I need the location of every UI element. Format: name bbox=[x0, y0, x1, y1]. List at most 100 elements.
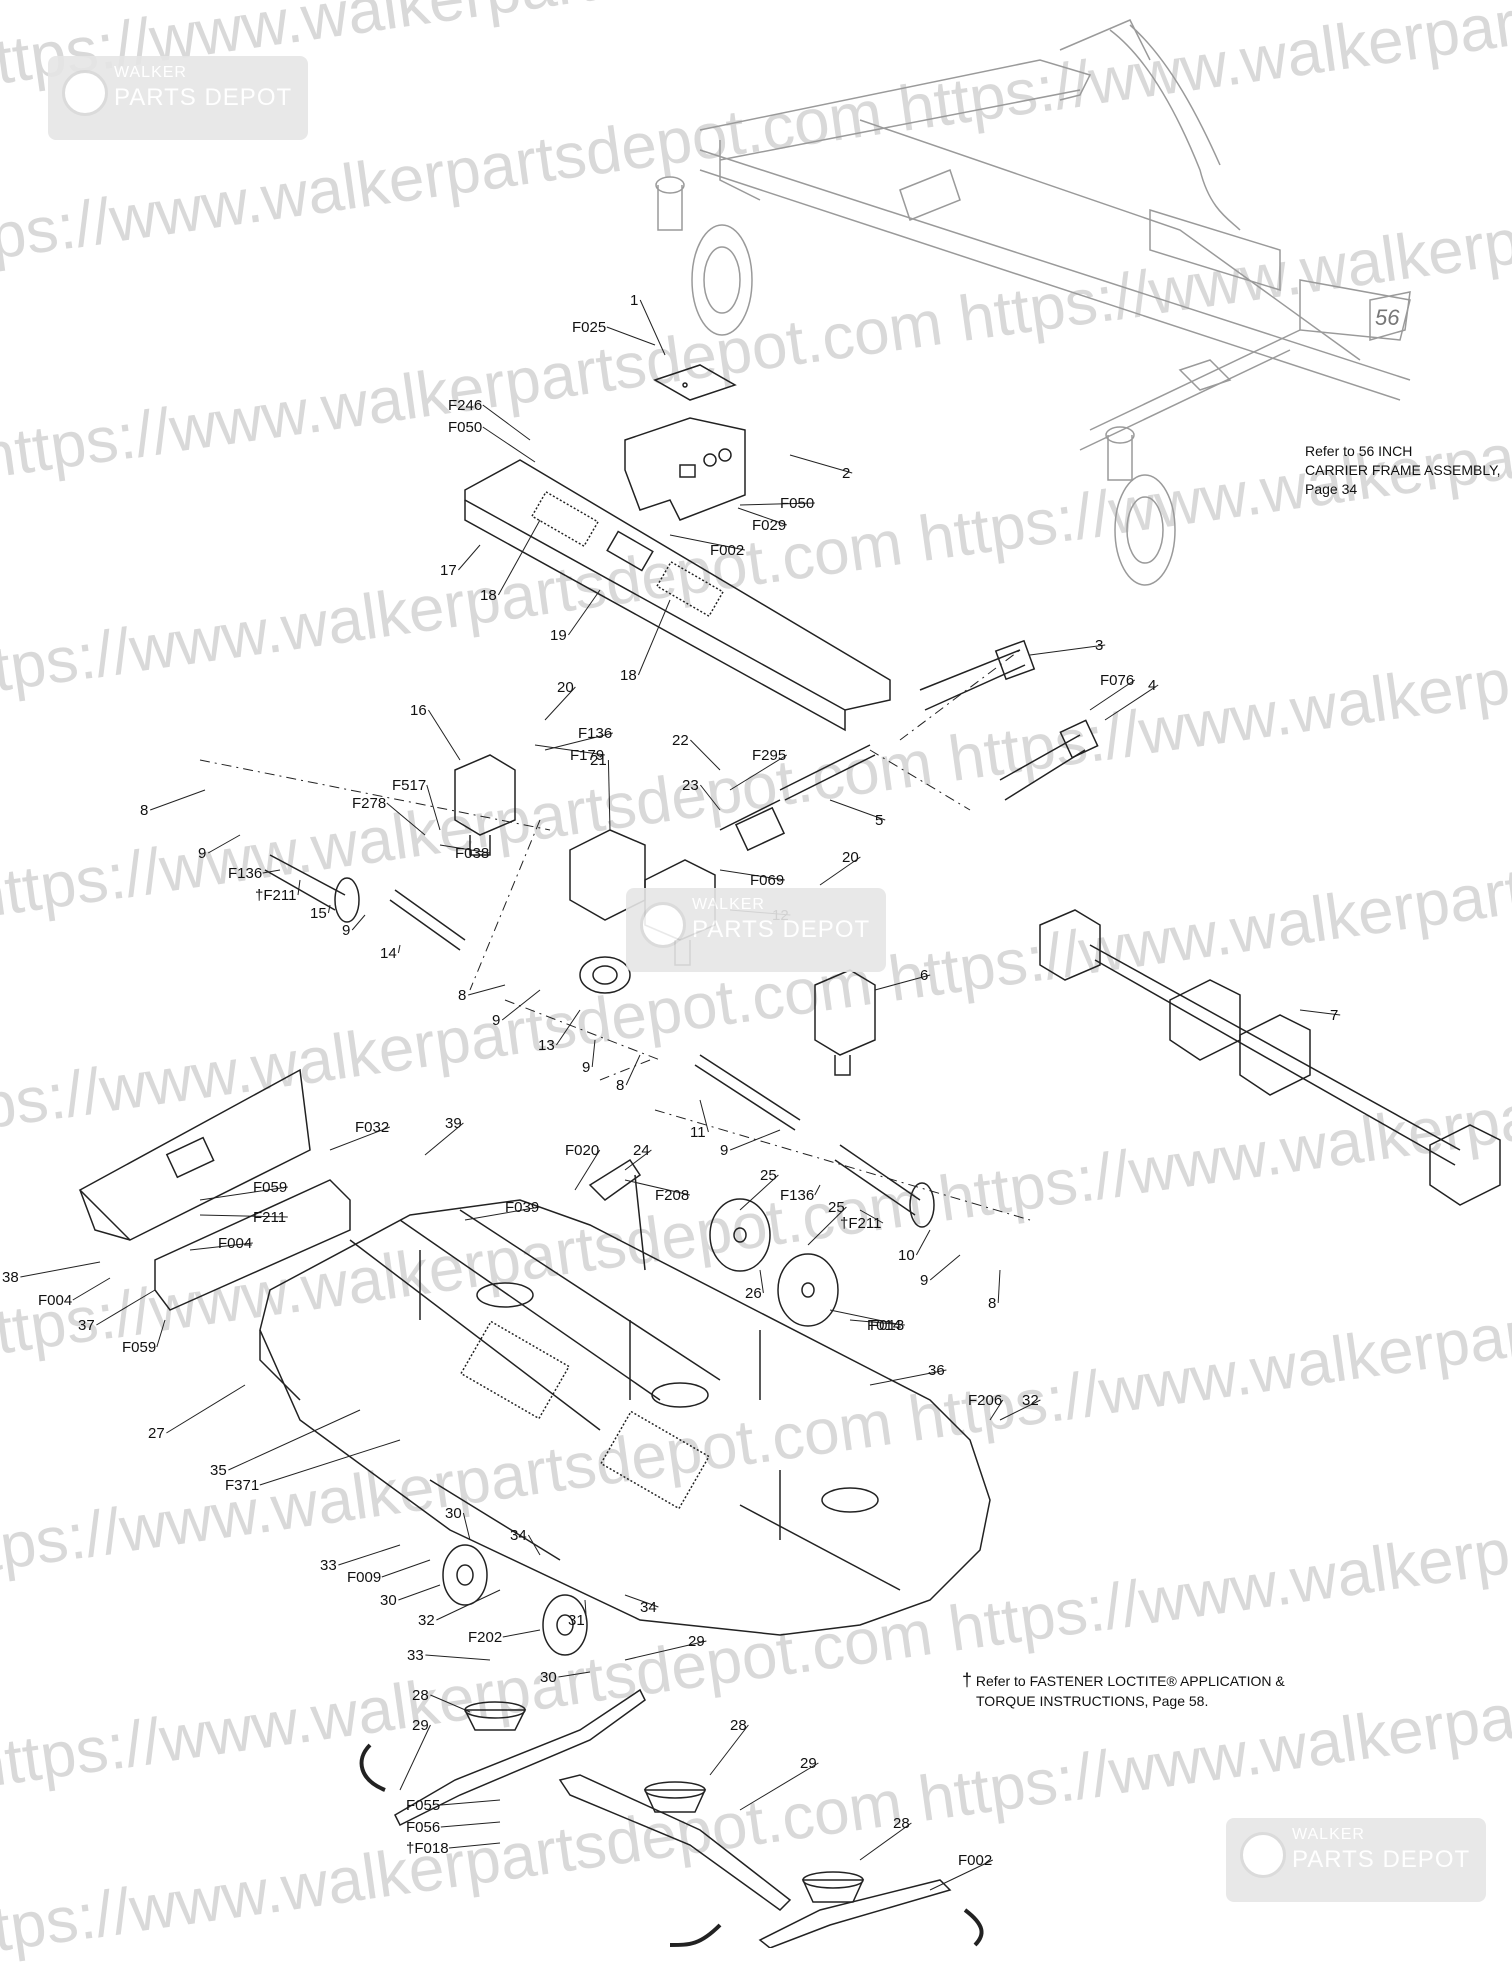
coupler-10 bbox=[834, 1144, 935, 1228]
carrier-frame-note: Refer to 56 INCH CARRIER FRAME ASSEMBLY,… bbox=[1305, 442, 1501, 499]
leader-line bbox=[501, 989, 541, 1021]
part-callout-label: 38 bbox=[2, 1269, 19, 1286]
blade-28b bbox=[558, 1774, 792, 1911]
leader-line bbox=[874, 974, 931, 991]
bearing-13 bbox=[579, 956, 631, 994]
leader-line bbox=[737, 507, 787, 526]
part-callout-label: 17 bbox=[440, 562, 457, 579]
part-callout-label: †F211 bbox=[255, 887, 296, 904]
leader-line bbox=[829, 1309, 902, 1326]
leader-line bbox=[789, 454, 853, 474]
leader-line bbox=[624, 1179, 690, 1196]
watermark-badge-center: WALKER PARTS DEPOT bbox=[626, 888, 886, 972]
leader-line bbox=[637, 599, 671, 676]
leader-line bbox=[150, 789, 206, 811]
leader-line bbox=[700, 784, 721, 811]
pulley-belt-guide-24 bbox=[588, 1158, 642, 1201]
leader-line bbox=[730, 1129, 781, 1151]
part-callout-label: 28 bbox=[412, 1687, 429, 1704]
leader-line bbox=[729, 754, 788, 791]
part-callout-label: 9 bbox=[492, 1012, 500, 1029]
part-callout-label: F059 bbox=[253, 1179, 287, 1196]
part-callout-label: F002 bbox=[958, 1852, 992, 1869]
drive-shaft-4 bbox=[999, 719, 1099, 801]
leader-line bbox=[591, 1039, 596, 1068]
leader-line bbox=[448, 1842, 501, 1849]
part-callout-label: F029 bbox=[752, 517, 786, 534]
leader-line bbox=[297, 879, 301, 896]
part-callout-label: 39 bbox=[445, 1115, 462, 1132]
part-callout-label: 29 bbox=[412, 1717, 429, 1734]
leader-line bbox=[397, 944, 401, 954]
leader-line bbox=[989, 1399, 1004, 1421]
part-callout-label: F014 bbox=[867, 1317, 901, 1334]
leader-line bbox=[440, 1799, 501, 1806]
part-callout-label: F069 bbox=[750, 872, 784, 889]
part-callout-label: 16 bbox=[410, 702, 427, 719]
part-callout-label: F009 bbox=[347, 1569, 381, 1586]
part-callout-label: F020 bbox=[565, 1142, 599, 1159]
leader-line bbox=[424, 1122, 464, 1156]
leader-line bbox=[859, 1822, 912, 1861]
watermark-badge-bottom-right: WALKER PARTS DEPOT bbox=[1226, 1818, 1486, 1902]
leader-line bbox=[468, 984, 506, 996]
leader-line bbox=[329, 1126, 390, 1151]
blade-adapter-29a bbox=[463, 1701, 527, 1731]
badge-brand: WALKER bbox=[692, 896, 765, 913]
leader-line bbox=[207, 834, 241, 854]
part-callout-label: 30 bbox=[445, 1505, 462, 1522]
drive-shaft-5 bbox=[719, 744, 876, 852]
part-callout-label: 28 bbox=[893, 1815, 910, 1832]
part-callout-label: 22 bbox=[672, 732, 689, 749]
leader-line bbox=[574, 1149, 601, 1191]
leader-line bbox=[555, 1009, 581, 1046]
part-callout-label: F050 bbox=[448, 419, 482, 436]
leader-line bbox=[327, 904, 331, 914]
part-callout-label: 32 bbox=[1022, 1392, 1039, 1409]
leader-line bbox=[699, 1099, 709, 1133]
leader-line bbox=[534, 744, 605, 756]
part-callout-label: 9 bbox=[720, 1142, 728, 1159]
leader-line bbox=[625, 1054, 641, 1086]
leader-line bbox=[719, 869, 785, 881]
frame-size-badge: 56 bbox=[1375, 305, 1400, 330]
leader-line bbox=[929, 1859, 994, 1891]
part-callout-label: 29 bbox=[688, 1633, 705, 1650]
part-callout-label: 27 bbox=[148, 1425, 165, 1442]
leader-line bbox=[1089, 679, 1136, 711]
carrier-note-line: CARRIER FRAME ASSEMBLY, bbox=[1305, 461, 1501, 478]
leader-line bbox=[739, 502, 815, 506]
leader-line bbox=[425, 1654, 491, 1661]
leader-line bbox=[426, 784, 441, 831]
rotation-arrows bbox=[359, 1743, 984, 1947]
leader-line bbox=[1299, 1009, 1341, 1016]
part-callout-label: F136 bbox=[578, 725, 612, 742]
leader-line bbox=[20, 1261, 101, 1278]
leader-line bbox=[606, 326, 656, 346]
leader-line bbox=[567, 589, 601, 636]
part-callout-label: 8 bbox=[616, 1077, 624, 1094]
discharge-chute bbox=[78, 1068, 351, 1311]
loctite-note-line: Refer to FASTENER LOCTITE® APPLICATION & bbox=[975, 1673, 1285, 1689]
coupler-15 bbox=[264, 854, 360, 923]
leader-line bbox=[72, 1277, 111, 1301]
leader-line bbox=[829, 799, 886, 821]
shaft-14 bbox=[389, 889, 466, 951]
badge-sub: PARTS DEPOT bbox=[692, 916, 871, 943]
leader-line bbox=[819, 856, 861, 886]
leader-line bbox=[398, 1584, 441, 1601]
leader-line bbox=[1029, 644, 1106, 656]
leader-line bbox=[502, 1629, 541, 1638]
leader-line bbox=[482, 404, 531, 441]
leader-line bbox=[440, 1821, 501, 1828]
leader-line bbox=[869, 1369, 947, 1386]
leader-line bbox=[739, 1174, 779, 1211]
carrier-note-line: Refer to 56 INCH bbox=[1305, 443, 1413, 459]
leader-line bbox=[814, 1184, 821, 1196]
part-callout-label: 5 bbox=[875, 812, 883, 829]
idler-pulley-25a bbox=[709, 1198, 771, 1272]
carrier-frame bbox=[655, 19, 1411, 586]
part-callout-label: 10 bbox=[898, 1247, 915, 1264]
part-callout-label: 30 bbox=[540, 1669, 557, 1686]
watermark-badge-top-left: WALKER PARTS DEPOT bbox=[48, 56, 308, 140]
